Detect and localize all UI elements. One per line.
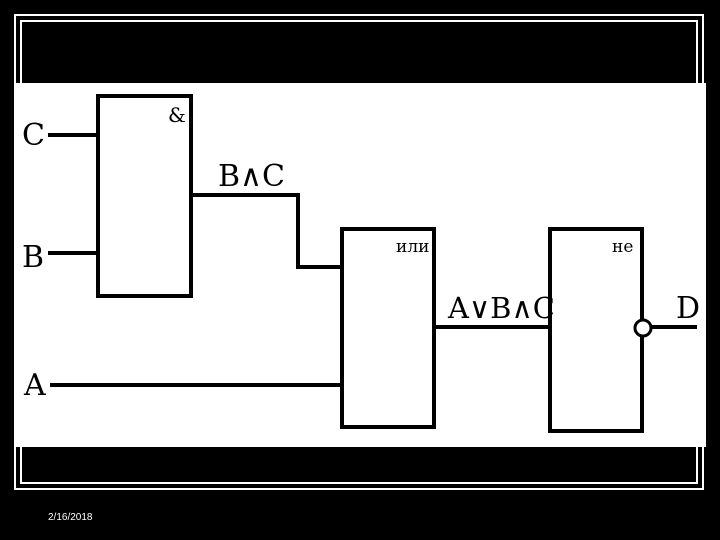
input-label-b: B	[22, 240, 44, 275]
and-gate	[96, 94, 193, 298]
and-output-label: B∧C	[218, 159, 285, 194]
slide-date: 2/16/2018	[48, 512, 93, 523]
input-label-a: A	[23, 368, 46, 403]
not-gate	[548, 227, 644, 433]
input-label-c: C	[22, 118, 45, 153]
or-gate	[340, 227, 436, 429]
inversion-circle	[633, 318, 653, 338]
or-output-label: A∨B∧C	[447, 291, 555, 325]
or-gate-symbol: или	[396, 237, 429, 257]
not-gate-symbol: не	[612, 237, 633, 257]
wire-and-to-or	[191, 193, 342, 269]
output-label-d: D	[676, 291, 700, 326]
and-gate-symbol: &	[168, 103, 186, 127]
